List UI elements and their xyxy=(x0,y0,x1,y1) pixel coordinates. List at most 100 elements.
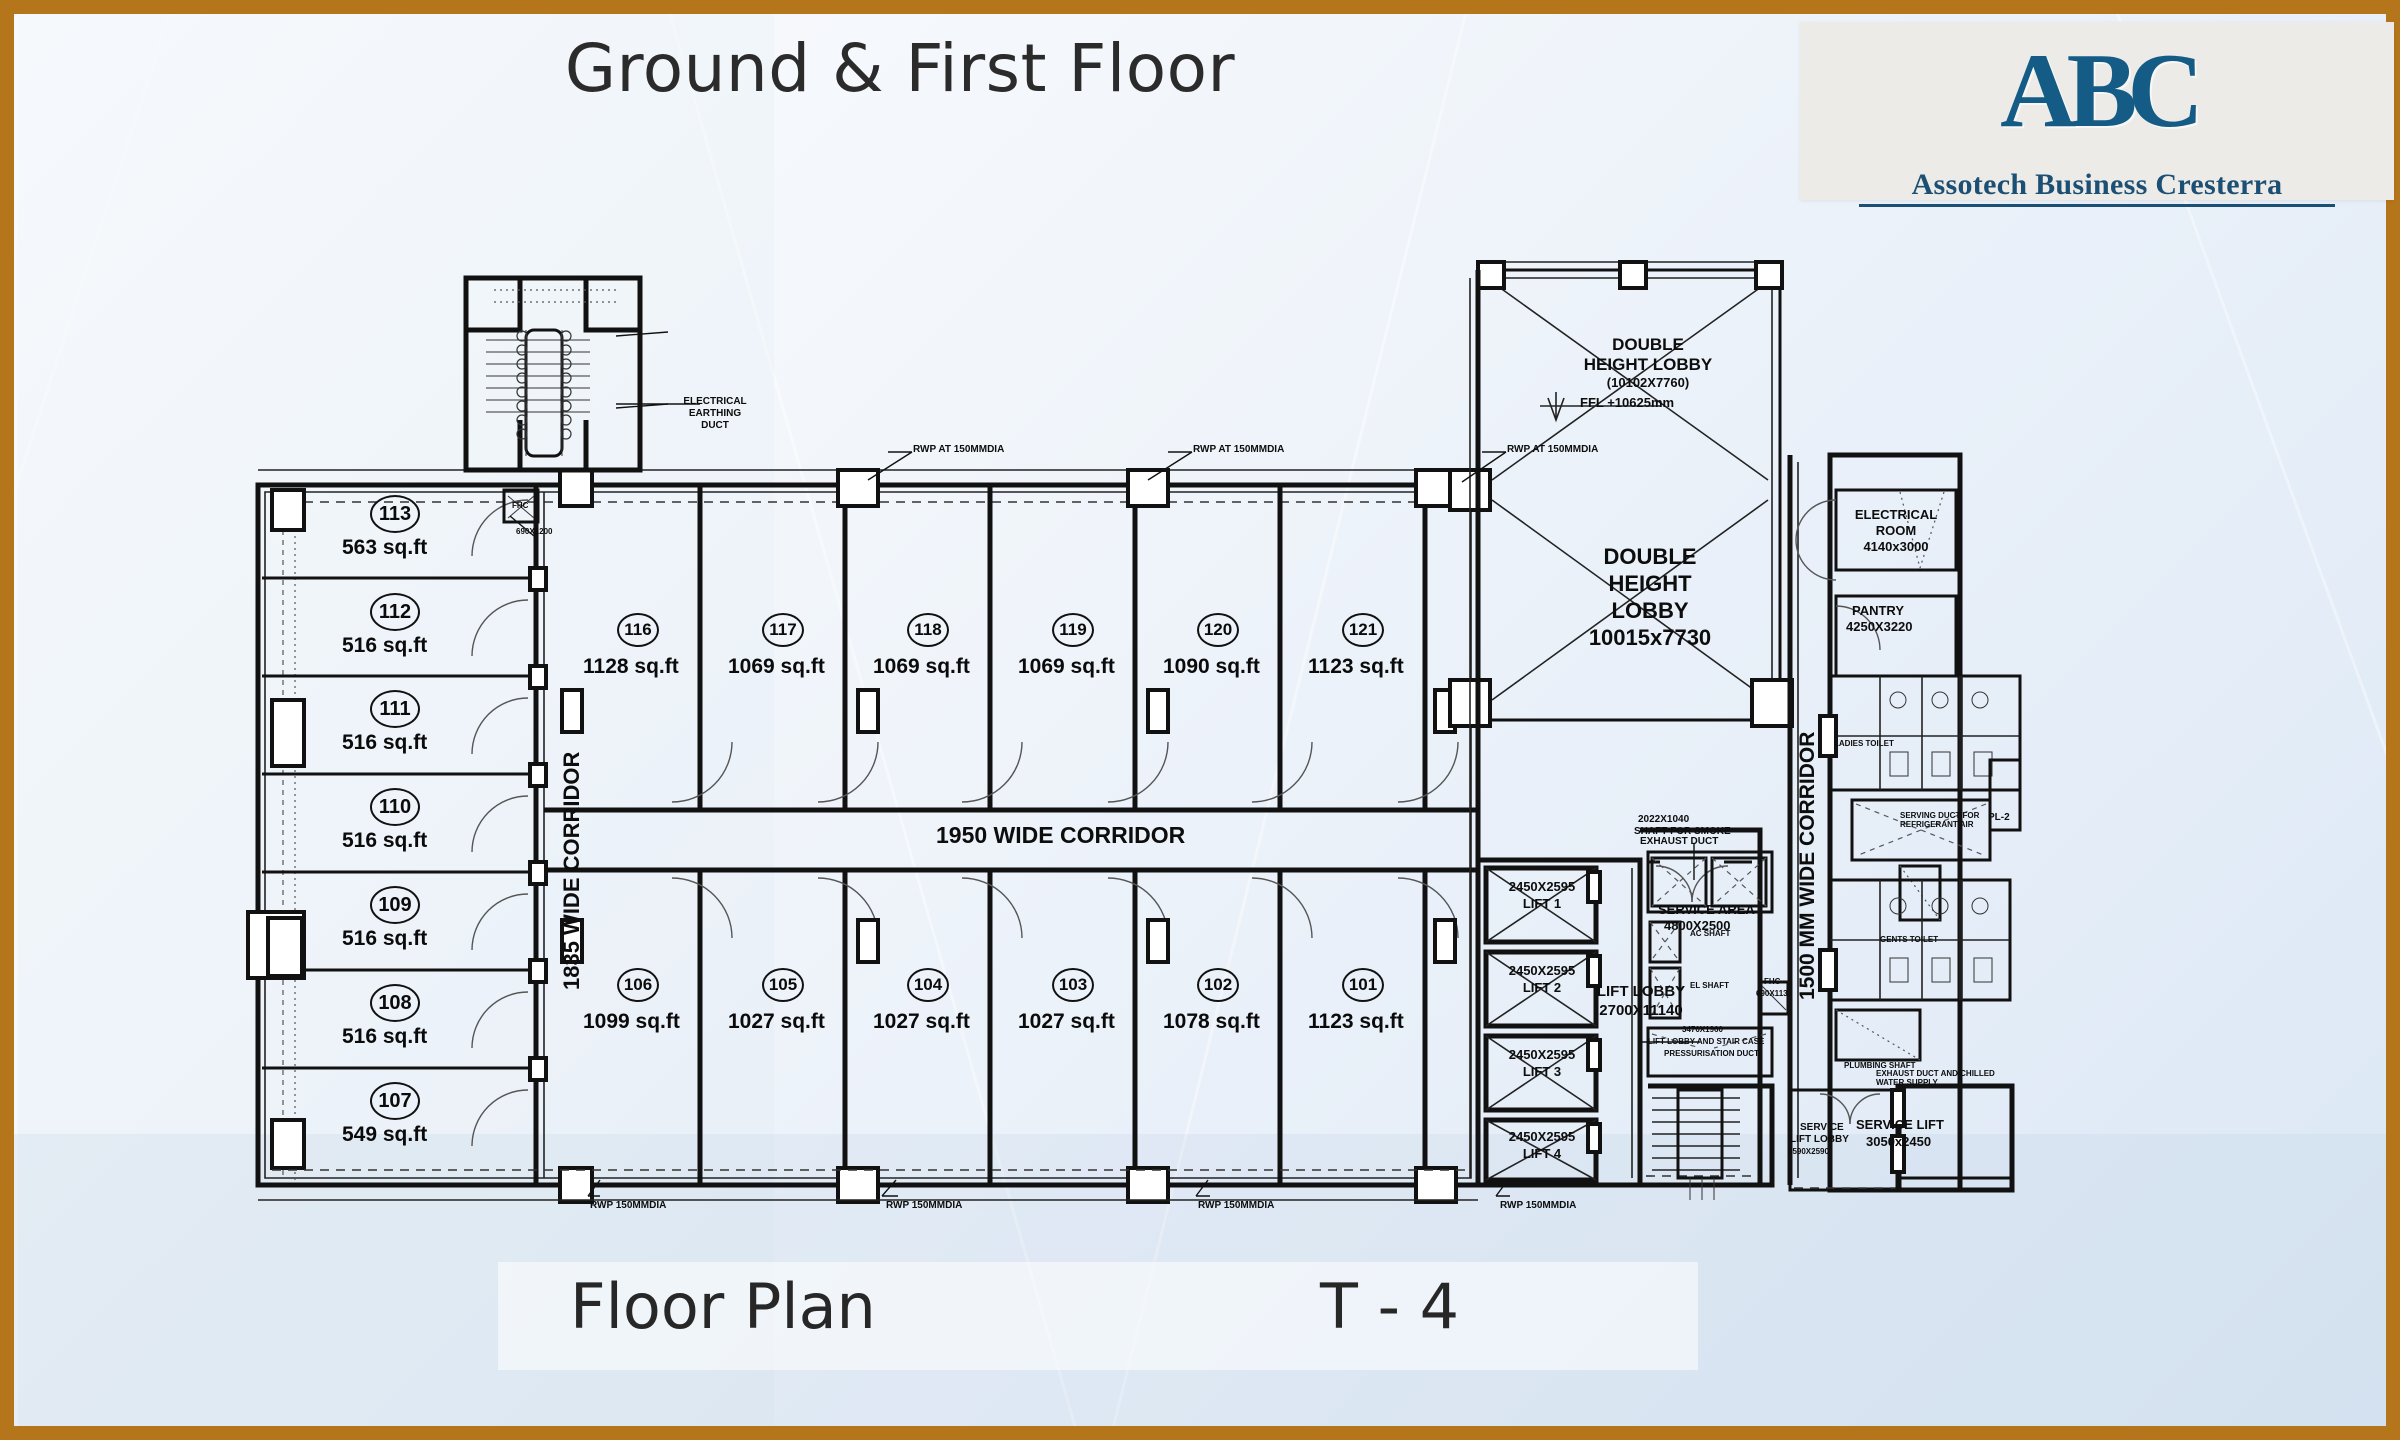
lift-1-dims: 2450X2595 xyxy=(1508,879,1576,894)
earthing-duct-l2: EARTHING xyxy=(688,408,742,419)
room-area-117: 1069 sq.ft xyxy=(728,655,825,678)
rwp-bottom-3: RWP 150MMDIA xyxy=(1198,1200,1275,1211)
rwp-top-1: RWP AT 150MMDIA xyxy=(913,444,1005,455)
room-number-117: 117 xyxy=(762,613,804,647)
service-area-name: SERVICE AREA xyxy=(1658,902,1755,917)
service-lift-lobby-dims: 2590X2590 xyxy=(1788,1147,1829,1156)
room-area-107: 549 sq.ft xyxy=(342,1123,428,1146)
upper-lobby-line1: DOUBLE xyxy=(1612,335,1684,354)
lower-lobby-line3: LOBBY xyxy=(1611,598,1689,623)
room-area-103: 1027 sq.ft xyxy=(1018,1010,1115,1033)
lift-4-dims: 2450X2595 xyxy=(1508,1129,1576,1144)
room-number-104: 104 xyxy=(907,968,949,1002)
corridor-label-center: 1950 WIDE CORRIDOR xyxy=(936,822,1186,848)
lift-2-dims: 2450X2595 xyxy=(1508,963,1576,978)
lift-3-name: LIFT 3 xyxy=(1522,1064,1562,1079)
electrical-room-l2: ROOM xyxy=(1875,523,1917,538)
room-number-102: 102 xyxy=(1197,968,1239,1002)
room-area-104: 1027 sq.ft xyxy=(873,1010,970,1033)
shaft-dims: 2022X1040 xyxy=(1638,814,1690,825)
corridor-label-left: 1835 WIDE CORRIDOR xyxy=(559,751,584,990)
rwp-top-2: RWP AT 150MMDIA xyxy=(1193,444,1285,455)
earthing-duct-l3: DUCT xyxy=(701,420,729,431)
room-number-109: 109 xyxy=(370,886,420,924)
room-number-106: 106 xyxy=(617,968,659,1002)
room-number-110: 110 xyxy=(370,788,420,826)
room-area-118: 1069 sq.ft xyxy=(873,655,970,678)
room-number-113: 113 xyxy=(370,495,420,533)
room-area-111: 516 sq.ft xyxy=(342,731,428,754)
room-number-103: 103 xyxy=(1052,968,1094,1002)
fhc-dims-left: 690X1200 xyxy=(516,527,553,536)
plumbing-shaft-label: PLUMBING SHAFT xyxy=(1844,1061,1916,1070)
service-lift-lobby-l2: LIFT LOBBY xyxy=(1790,1134,1849,1145)
footer-band xyxy=(498,1262,1698,1370)
pantry-name: PANTRY xyxy=(1852,603,1904,618)
service-area-dims: 4800X2500 xyxy=(1664,918,1731,933)
room-area-119: 1069 sq.ft xyxy=(1018,655,1115,678)
room-number-101: 101 xyxy=(1342,968,1384,1002)
earthing-duct-l1: ELECTRICAL xyxy=(683,396,747,407)
lower-lobby-line1: DOUBLE xyxy=(1603,544,1697,569)
lift-lobby-name: LIFT LOBBY xyxy=(1596,983,1686,1000)
room-area-108: 516 sq.ft xyxy=(342,1025,428,1048)
room-area-101: 1123 sq.ft xyxy=(1308,1010,1404,1033)
lift-2-name: LIFT 2 xyxy=(1522,980,1562,995)
ladies-toilet-label: LADIES TOILET xyxy=(1834,739,1894,748)
room-number-107: 107 xyxy=(370,1082,420,1120)
room-number-121: 121 xyxy=(1342,613,1384,647)
fhc-label-left: FHC xyxy=(512,501,529,510)
room-area-116: 1128 sq.ft xyxy=(583,655,679,678)
room-area-109: 516 sq.ft xyxy=(342,927,428,950)
room-area-120: 1090 sq.ft xyxy=(1163,655,1260,678)
room-number-120: 120 xyxy=(1197,613,1239,647)
room-number-116: 116 xyxy=(617,613,659,647)
service-lift-lobby-l1: SERVICE xyxy=(1800,1122,1844,1133)
service-lift-dims: 3050x2450 xyxy=(1866,1134,1932,1149)
room-number-105: 105 xyxy=(762,968,804,1002)
pressurisation-l1: LIFT LOBBY AND STAIR CASE xyxy=(1648,1037,1765,1046)
room-area-106: 1099 sq.ft xyxy=(583,1010,680,1033)
refrigerant-note: SERVING DUCT FOR REFRIGERANT AIR xyxy=(1900,811,1980,829)
page-title: Ground & First Floor xyxy=(564,30,1236,107)
fhc-label-right: FHC xyxy=(1764,977,1781,986)
lift-lobby-dims: 2700X11140 xyxy=(1599,1002,1683,1019)
tower-label: T - 4 xyxy=(1320,1270,1460,1343)
room-area-113: 563 sq.ft xyxy=(342,536,428,559)
room-area-112: 516 sq.ft xyxy=(342,634,428,657)
pl-shaft-label: PL-2 xyxy=(1988,812,2010,823)
corridor-label-right: 1500 MM WIDE CORRIDOR xyxy=(1796,731,1819,1000)
company-logo: ABC Assotech Business Cresterra xyxy=(1800,22,2394,207)
rwp-bottom-1: RWP 150MMDIA xyxy=(590,1200,667,1211)
rwp-top-3: RWP AT 150MMDIA xyxy=(1507,444,1599,455)
rwp-bottom-4: RWP 150MMDIA xyxy=(1500,1200,1577,1211)
pressurisation-l2: PRESSURISATION DUCT xyxy=(1664,1049,1759,1058)
shaft-label-l2: EXHAUST DUCT xyxy=(1640,836,1719,847)
upper-lobby-line2: HEIGHT LOBBY xyxy=(1583,355,1713,374)
room-number-108: 108 xyxy=(370,984,420,1022)
room-number-112: 112 xyxy=(370,593,420,631)
gents-toilet-label: GENTS TOILET xyxy=(1880,935,1939,944)
room-area-110: 516 sq.ft xyxy=(342,829,428,852)
room-number-111: 111 xyxy=(370,690,420,728)
logo-mark: ABC xyxy=(2000,32,2204,149)
pantry-dims: 4250X3220 xyxy=(1846,619,1913,634)
lift-4-name: LIFT 4 xyxy=(1522,1146,1562,1161)
room-number-119: 119 xyxy=(1052,613,1094,647)
logo-underline xyxy=(1859,204,2335,207)
logo-company: Assotech Business Cresterra xyxy=(1911,168,2283,201)
lift-1-name: LIFT 1 xyxy=(1522,896,1562,911)
room-area-105: 1027 sq.ft xyxy=(728,1010,825,1033)
footer-title: Floor Plan xyxy=(570,1270,876,1343)
el-shaft-label: EL SHAFT xyxy=(1690,981,1729,990)
fhc-dims-right: 690X1130 xyxy=(1756,989,1793,998)
rwp-bottom-2: RWP 150MMDIA xyxy=(886,1200,963,1211)
pressurisation-dims: 3470X1960 xyxy=(1682,1025,1723,1034)
upper-lobby-dims: (10102X7760) xyxy=(1606,375,1690,390)
shaft-label-l1: SHAFT FOR SMOKE xyxy=(1634,826,1731,837)
upper-lobby-ffl: FFL +10625mm xyxy=(1580,395,1675,410)
ac-shaft-label: AC SHAFT xyxy=(1690,929,1731,938)
